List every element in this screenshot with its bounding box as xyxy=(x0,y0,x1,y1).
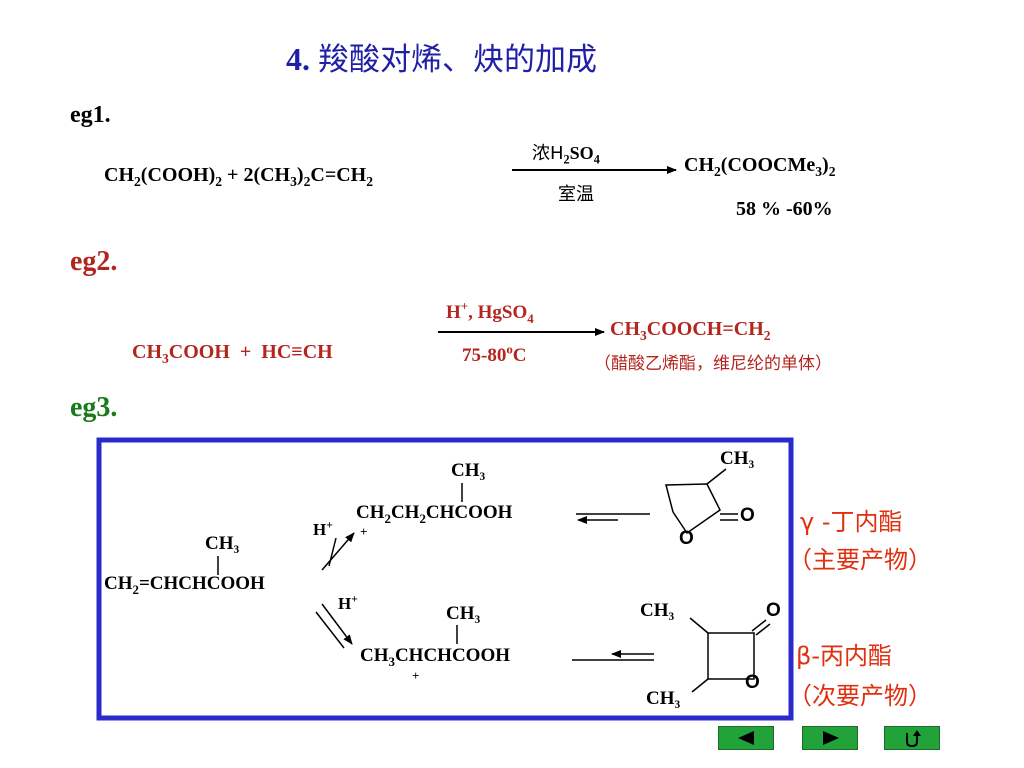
upper-carbocation: CH2CH2CHCOOH xyxy=(356,502,513,526)
gamma-ch3: CH₃ xyxy=(720,448,755,469)
beta-ch3-top: CH₃ xyxy=(640,600,675,621)
eg3-box xyxy=(96,437,794,721)
title-text: 羧酸对烯、炔的加成 xyxy=(318,42,597,78)
title-number: 4. xyxy=(286,41,310,77)
gamma-lactone-name: γ -丁内酯 xyxy=(800,508,903,536)
beta-lactone-ring xyxy=(689,617,771,693)
page-title: 4. 羧酸对烯、炔的加成 xyxy=(286,34,597,79)
return-arrow-icon xyxy=(906,730,921,748)
eg1-yield: 58 % -60% xyxy=(736,198,833,220)
lower-positive-charge: + xyxy=(412,668,420,683)
eg1-product: CH2(COOCMe3)2 xyxy=(684,154,836,179)
eg1-label: eg1. xyxy=(70,102,111,128)
eg1-reactants: CH2(COOH)2 + 2(CH3)2C=CH2 xyxy=(104,164,374,189)
beta-ring-o: O xyxy=(745,672,760,693)
lower-h-plus: H+ xyxy=(338,592,358,613)
upper-ch3: CH₃ xyxy=(451,460,486,481)
triangle-left-icon xyxy=(738,731,754,745)
eg2-note: （醋酸乙烯酯，维尼纶的单体） xyxy=(594,354,832,374)
prev-button[interactable] xyxy=(718,726,774,750)
lower-ch3: CH₃ xyxy=(446,603,481,624)
eg2-condition-top: H+, HgSO4 xyxy=(446,298,534,326)
eg1-condition-top: 浓H2SO4 xyxy=(532,143,600,167)
gamma-lactone-ring xyxy=(665,468,738,535)
return-button[interactable] xyxy=(884,726,940,750)
eg3-label: eg3. xyxy=(70,392,118,423)
gamma-lactone-note: （主要产物） xyxy=(788,546,932,574)
gamma-ring-o: O xyxy=(679,528,694,549)
eg2-product: CH3COOCH=CH2 xyxy=(610,318,771,343)
eg2-label: eg2. xyxy=(70,246,118,277)
beta-ch3-bottom: CH₃ xyxy=(646,688,681,709)
lower-carbocation: CH3CHCHCOOH xyxy=(360,645,511,669)
lower-eq-arrow-1 xyxy=(321,603,353,645)
beta-carbonyl-o: O xyxy=(766,600,781,621)
eg2-reactants: CH3COOH + HC≡CH xyxy=(132,341,333,366)
beta-lactone-name: β-丙内酯 xyxy=(796,642,892,670)
start-ch3: CH₃ xyxy=(205,533,240,554)
upper-eq-arrow-1 xyxy=(321,532,355,571)
lower-eq-arrow-2 xyxy=(315,611,345,649)
beta-lactone-note: （次要产物） xyxy=(788,682,932,710)
next-button[interactable] xyxy=(802,726,858,750)
upper-h-plus: H+ xyxy=(313,518,333,539)
triangle-right-icon xyxy=(823,731,839,745)
upper-eq-arrow-2 xyxy=(328,537,337,567)
gamma-carbonyl-o: O xyxy=(740,505,755,526)
start-molecule: CH2=CHCHCOOH xyxy=(104,573,265,597)
eg1-condition-bottom: 室温 xyxy=(558,184,594,205)
upper-positive-charge: + xyxy=(360,524,368,539)
eg2-condition-bottom: 75-80oC xyxy=(462,341,527,366)
